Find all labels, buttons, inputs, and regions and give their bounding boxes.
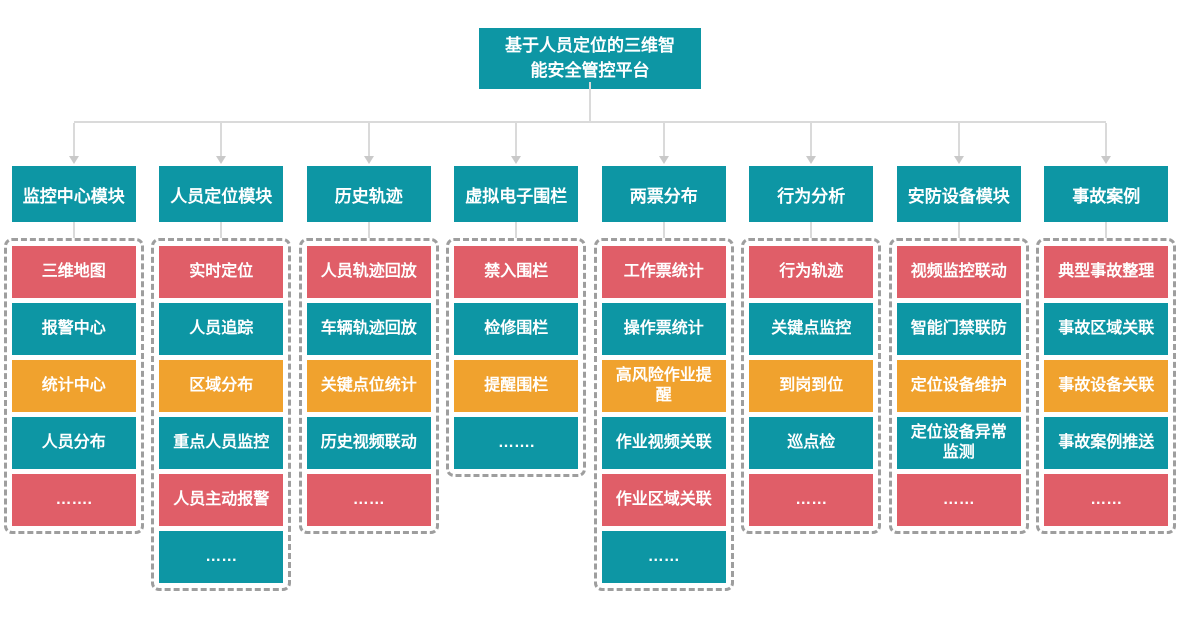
connector-header-link <box>662 222 665 238</box>
arrow-down-icon <box>363 156 374 164</box>
arrow-down-icon <box>68 156 79 164</box>
connector-header-link <box>72 222 75 238</box>
connector-header-link <box>220 222 223 238</box>
module-item: …… <box>601 531 726 583</box>
module-item: …… <box>1044 474 1169 526</box>
module-items-container: 视频监控联动智能门禁联防定位设备维护定位设备异常监测…… <box>888 238 1029 534</box>
module-header: 监控中心模块 <box>11 166 136 222</box>
module-item: 人员追踪 <box>159 303 284 355</box>
module-item: 关键点位统计 <box>306 360 431 412</box>
module-column: 虚拟电子围栏 禁入围栏检修围栏提醒围栏……. <box>443 123 591 591</box>
module-item: 操作票统计 <box>601 303 726 355</box>
module-header: 行为分析 <box>749 166 874 222</box>
connector-drop-line <box>220 123 223 156</box>
root-node: 基于人员定位的三维智能安全管控平台 <box>479 28 701 90</box>
module-header: 两票分布 <box>601 166 726 222</box>
module-item: ……. <box>11 474 136 526</box>
connector-drop-line <box>662 123 665 156</box>
connector-drop-line <box>367 123 370 156</box>
connector-root-stem <box>589 82 591 122</box>
connector-drop-line <box>957 123 960 156</box>
connector-horizontal-line <box>74 121 1106 123</box>
module-item: 关键点监控 <box>749 303 874 355</box>
module-item: 历史视频联动 <box>306 417 431 469</box>
arrow-down-icon <box>806 156 817 164</box>
module-item: 作业区域关联 <box>601 474 726 526</box>
module-column: 行为分析 行为轨迹关键点监控到岗到位巡点检…… <box>738 123 886 591</box>
arrow-down-icon <box>1101 156 1112 164</box>
module-item: 智能门禁联防 <box>896 303 1021 355</box>
connector-header-link <box>810 222 813 238</box>
module-item: 事故区域关联 <box>1044 303 1169 355</box>
module-item: 工作票统计 <box>601 246 726 298</box>
connector-drop-line <box>1105 123 1108 156</box>
module-header: 安防设备模块 <box>896 166 1021 222</box>
module-item: 视频监控联动 <box>896 246 1021 298</box>
connector-drop-line <box>810 123 813 156</box>
module-header: 人员定位模块 <box>159 166 284 222</box>
connector-drop-line <box>72 123 75 156</box>
module-item: 事故设备关联 <box>1044 360 1169 412</box>
module-items-container: 实时定位人员追踪区域分布重点人员监控人员主动报警…… <box>151 238 292 591</box>
module-item: …… <box>159 531 284 583</box>
connector-drop-line <box>515 123 518 156</box>
module-column: 事故案例 典型事故整理事故区域关联事故设备关联事故案例推送…… <box>1033 123 1180 591</box>
module-column: 两票分布 工作票统计操作票统计高风险作业提醒作业视频关联作业区域关联…… <box>590 123 738 591</box>
module-items-container: 人员轨迹回放车辆轨迹回放关键点位统计历史视频联动…… <box>298 238 439 534</box>
module-item: 作业视频关联 <box>601 417 726 469</box>
module-item: 重点人员监控 <box>159 417 284 469</box>
module-item: 人员轨迹回放 <box>306 246 431 298</box>
module-item: 提醒围栏 <box>454 360 579 412</box>
module-item: 高风险作业提醒 <box>601 360 726 412</box>
module-item: 检修围栏 <box>454 303 579 355</box>
module-column: 监控中心模块 三维地图报警中心统计中心人员分布……. <box>0 123 148 591</box>
module-item: 巡点检 <box>749 417 874 469</box>
module-item: 定位设备异常监测 <box>896 417 1021 469</box>
module-item: 三维地图 <box>11 246 136 298</box>
columns-row: 监控中心模块 三维地图报警中心统计中心人员分布……. 人员定位模块 实时定位人员… <box>0 123 1180 591</box>
connector-header-link <box>957 222 960 238</box>
module-item: 禁入围栏 <box>454 246 579 298</box>
module-header: 历史轨迹 <box>306 166 431 222</box>
module-items-container: 禁入围栏检修围栏提醒围栏……. <box>446 238 587 477</box>
module-header: 事故案例 <box>1044 166 1169 222</box>
module-items-container: 三维地图报警中心统计中心人员分布……. <box>3 238 144 534</box>
module-item: …… <box>306 474 431 526</box>
module-item: 人员分布 <box>11 417 136 469</box>
module-item: 事故案例推送 <box>1044 417 1169 469</box>
module-item: 人员主动报警 <box>159 474 284 526</box>
module-item: 区域分布 <box>159 360 284 412</box>
arrow-down-icon <box>216 156 227 164</box>
module-items-container: 工作票统计操作票统计高风险作业提醒作业视频关联作业区域关联…… <box>593 238 734 591</box>
arrow-down-icon <box>953 156 964 164</box>
module-item: 报警中心 <box>11 303 136 355</box>
arrow-down-icon <box>658 156 669 164</box>
module-item: 车辆轨迹回放 <box>306 303 431 355</box>
connector-header-link <box>367 222 370 238</box>
module-item: 到岗到位 <box>749 360 874 412</box>
module-item: 定位设备维护 <box>896 360 1021 412</box>
module-item: 实时定位 <box>159 246 284 298</box>
module-header: 虚拟电子围栏 <box>454 166 579 222</box>
arrow-down-icon <box>511 156 522 164</box>
module-item: …… <box>896 474 1021 526</box>
module-item: ……. <box>454 417 579 469</box>
module-column: 历史轨迹 人员轨迹回放车辆轨迹回放关键点位统计历史视频联动…… <box>295 123 443 591</box>
module-column: 安防设备模块 视频监控联动智能门禁联防定位设备维护定位设备异常监测…… <box>885 123 1033 591</box>
module-item: 典型事故整理 <box>1044 246 1169 298</box>
connector-header-link <box>1105 222 1108 238</box>
module-item: 行为轨迹 <box>749 246 874 298</box>
connector-header-link <box>515 222 518 238</box>
module-item: 统计中心 <box>11 360 136 412</box>
module-items-container: 行为轨迹关键点监控到岗到位巡点检…… <box>741 238 882 534</box>
module-column: 人员定位模块 实时定位人员追踪区域分布重点人员监控人员主动报警…… <box>148 123 296 591</box>
module-items-container: 典型事故整理事故区域关联事故设备关联事故案例推送…… <box>1036 238 1177 534</box>
module-item: …… <box>749 474 874 526</box>
